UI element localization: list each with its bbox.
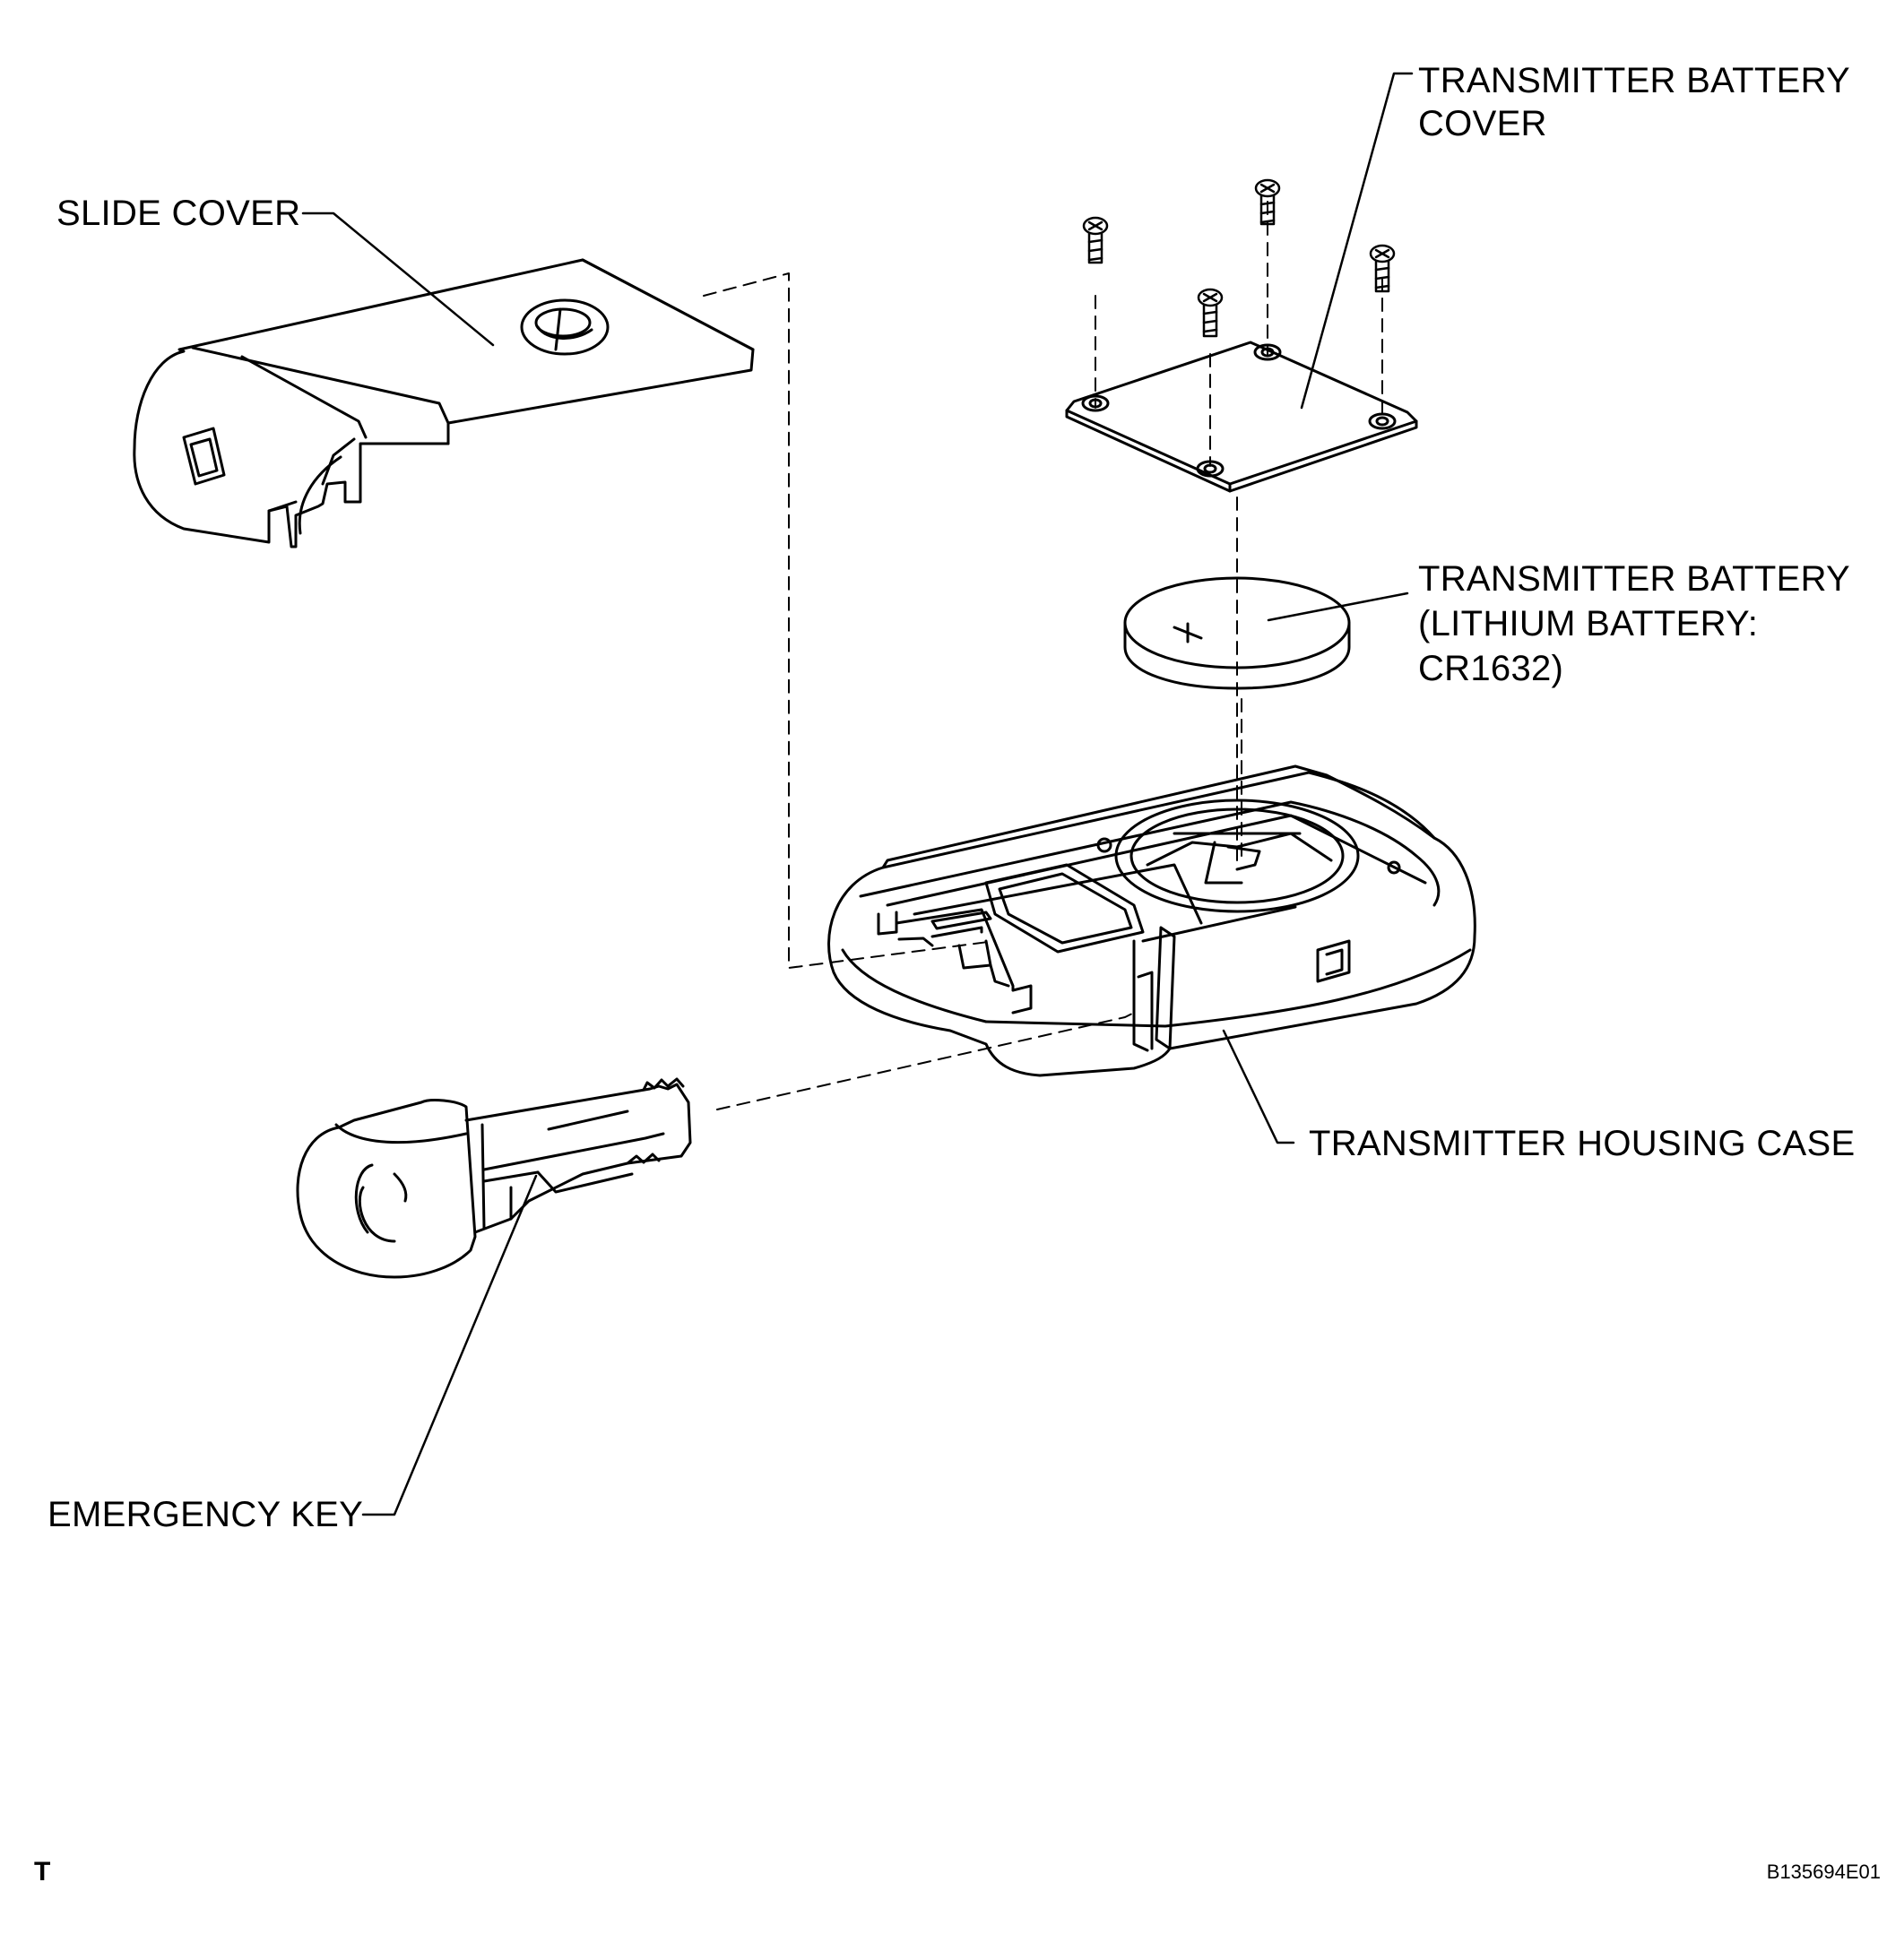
label-battery-cover-line2: COVER [1418, 104, 1547, 143]
screws [1082, 178, 1396, 338]
screw-4 [1197, 288, 1224, 338]
label-emergency-key: EMERGENCY KEY [48, 1495, 364, 1534]
label-slide-cover: SLIDE COVER [56, 194, 301, 233]
coin-battery [1123, 576, 1351, 690]
assembly-dashed-lines [703, 201, 1383, 1110]
leader-emergency-key [361, 1174, 538, 1516]
emergency-key-part [296, 1077, 692, 1279]
battery-cover-plate [1065, 341, 1418, 493]
label-battery-line1: TRANSMITTER BATTERY [1418, 559, 1851, 599]
figure-id: B135694E01 [1766, 1861, 1881, 1883]
corner-mark: T [34, 1857, 51, 1887]
label-battery-line3: CR1632) [1418, 649, 1564, 688]
transmitter-housing-case [827, 764, 1476, 1077]
leader-lines [301, 72, 1414, 1516]
leader-battery [1267, 591, 1409, 622]
screw-2 [1254, 178, 1281, 226]
screw-3 [1369, 244, 1396, 293]
label-battery-cover-line1: TRANSMITTER BATTERY [1418, 61, 1851, 100]
slide-cover-part [133, 258, 755, 548]
label-housing-case: TRANSMITTER HOUSING CASE [1309, 1124, 1856, 1163]
leader-housing-case [1222, 1029, 1295, 1144]
label-battery-line2: (LITHIUM BATTERY: [1418, 604, 1759, 643]
leader-slide-cover [301, 212, 495, 347]
leader-battery-cover [1300, 72, 1414, 410]
screw-1 [1082, 216, 1109, 264]
